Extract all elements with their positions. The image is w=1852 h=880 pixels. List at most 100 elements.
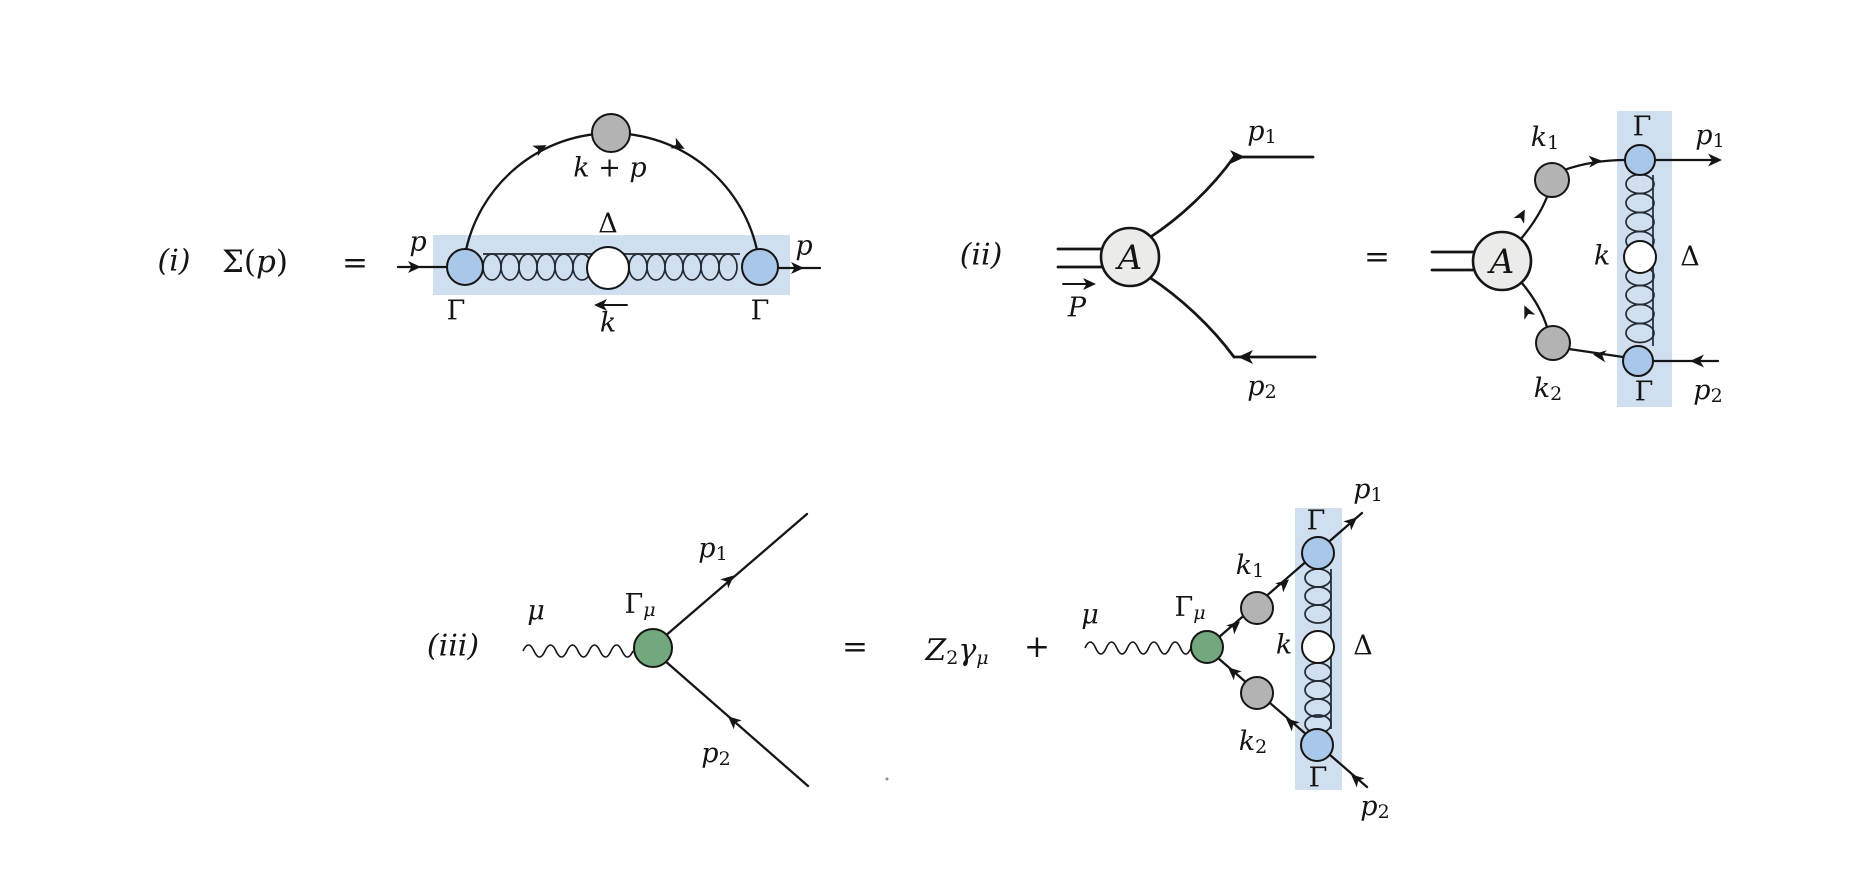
eq-ii-index: (ii) <box>960 238 1003 273</box>
gamma-vertex-blob-bottom <box>1622 345 1654 377</box>
quark-propagator-blob <box>591 113 631 153</box>
label-gamma-bottom: Γ <box>1309 763 1328 794</box>
arrowhead <box>720 575 735 589</box>
photon-vertex-blob <box>1190 630 1224 664</box>
label-gamma-bottom: Γ <box>1635 377 1654 408</box>
arrowhead <box>1593 350 1607 363</box>
arrowhead <box>1226 621 1241 635</box>
arrowhead <box>670 137 685 149</box>
gluon-dressing-blob <box>1301 630 1335 664</box>
label-p2: p2 <box>1360 791 1389 824</box>
diagram-ii-lhs: A P p1 p2 <box>1056 116 1317 404</box>
arrowhead <box>1708 153 1722 167</box>
gluon-coil <box>1625 173 1655 344</box>
label-k2: k2 <box>1239 726 1267 759</box>
gamma-vertex-blob-top <box>1624 144 1656 176</box>
arrowhead <box>1343 517 1358 531</box>
arrowhead <box>1238 350 1253 364</box>
gamma-vertex-blob-right <box>741 248 779 286</box>
label-delta: Δ <box>598 209 618 240</box>
label-gamma-mu: Γμ <box>1174 592 1205 625</box>
eq-i-index: (i) <box>157 244 190 279</box>
quark-line-vertex-to-k2 <box>1567 347 1625 359</box>
incoming-quark-p2 <box>662 658 810 788</box>
diagram-ii-rhs: A k1 Γ p1 k Δ k2 Γ p2 <box>1430 111 1725 408</box>
diagram-iii-lhs: μ Γμ p1 p2 <box>522 512 810 788</box>
label-p1: p1 <box>1695 120 1724 153</box>
label-k1: k1 <box>1531 122 1559 155</box>
arrowhead <box>1285 718 1300 732</box>
label-gamma-top: Γ <box>1307 506 1326 537</box>
arrowhead <box>1513 209 1525 224</box>
gluon-dressing-blob <box>1623 240 1657 274</box>
label-p-in: p <box>409 227 426 258</box>
quark-propagator-blob-k1 <box>1240 591 1274 625</box>
label-p2: p2 <box>1693 375 1722 408</box>
label-p-out: p <box>795 231 812 262</box>
equation-i: (i) Σ(p) = <box>157 113 822 339</box>
arrowhead <box>1083 278 1096 290</box>
label-p2: p2 <box>701 738 730 771</box>
diagram-iii-rhs: μ Γμ k1 Γ p1 k Δ k2 Γ p2 <box>1081 474 1389 824</box>
label-k2: k2 <box>1534 373 1562 406</box>
quark-propagator-blob-k2 <box>1240 676 1274 710</box>
label-k: k <box>1594 241 1610 272</box>
quark-propagator-blob-k1 <box>1534 162 1570 198</box>
amplitude-blob <box>1471 230 1533 292</box>
label-p1: p1 <box>1353 474 1382 507</box>
label-p2: p2 <box>1247 371 1276 404</box>
equation-iii: (iii) = Z2γμ + μ Γμ p1 p2 <box>427 474 1390 824</box>
photon-vertex-blob <box>633 628 673 668</box>
photon-wavy-line <box>522 644 634 658</box>
arrowhead <box>1588 155 1602 168</box>
arrowhead <box>408 261 421 273</box>
eq-iii-born-term: Z2γμ <box>924 633 988 670</box>
label-gamma-top: Γ <box>1633 112 1652 143</box>
gamma-vertex-blob-left <box>446 248 484 286</box>
eq-i-lhs: Σ(p) <box>222 244 288 280</box>
eq-ii-equals: = <box>1364 239 1390 275</box>
label-gamma-left: Γ <box>447 296 466 327</box>
gluon-dressing-blob <box>586 246 630 290</box>
label-delta: Δ <box>1353 631 1373 662</box>
eq-i-equals: = <box>342 245 368 281</box>
arrowhead <box>727 716 742 730</box>
label-P: P <box>1067 293 1087 324</box>
gamma-vertex-blob-top <box>1301 536 1335 570</box>
eq-iii-equals: = <box>842 629 868 665</box>
eq-iii-index: (iii) <box>427 629 479 664</box>
label-k1: k1 <box>1236 550 1264 583</box>
outgoing-quark-p1 <box>662 512 809 639</box>
label-gamma-right: Γ <box>751 296 770 327</box>
equation-ii: (ii) = A P p1 p2 <box>960 111 1725 408</box>
label-loop-momentum: k + p <box>573 153 646 184</box>
arrowhead <box>594 299 607 311</box>
quark-line-k2-to-A <box>1519 280 1549 329</box>
label-p1: p1 <box>1247 116 1276 149</box>
arrowhead <box>1230 150 1245 164</box>
arrowhead <box>1227 667 1242 681</box>
quark-propagator-blob-k2 <box>1535 325 1571 361</box>
label-mu: μ <box>1081 600 1099 631</box>
sigma-symbol: Σ( <box>222 244 256 280</box>
gamma-vertex-blob-bottom <box>1300 728 1334 762</box>
label-p1: p1 <box>698 533 727 566</box>
label-k: k <box>600 308 616 339</box>
arrowhead <box>1524 305 1536 320</box>
label-delta: Δ <box>1680 242 1700 273</box>
outgoing-quark-top <box>1147 155 1315 240</box>
label-k: k <box>1276 630 1292 661</box>
amplitude-symbol: A <box>1115 238 1143 278</box>
upper-quark-line <box>1216 511 1364 640</box>
arrowhead <box>791 262 804 274</box>
eq-iii-plus: + <box>1024 629 1050 665</box>
gluon-coil <box>1304 568 1332 734</box>
print-speck <box>885 777 889 781</box>
label-gamma-mu: Γμ <box>624 589 655 622</box>
amplitude-blob <box>1099 226 1161 288</box>
diagram-i-self-energy: p p k + p Δ Γ Γ k <box>396 113 822 339</box>
quark-line-A-to-k1 <box>1518 195 1549 242</box>
outgoing-quark-bottom <box>1147 275 1317 359</box>
